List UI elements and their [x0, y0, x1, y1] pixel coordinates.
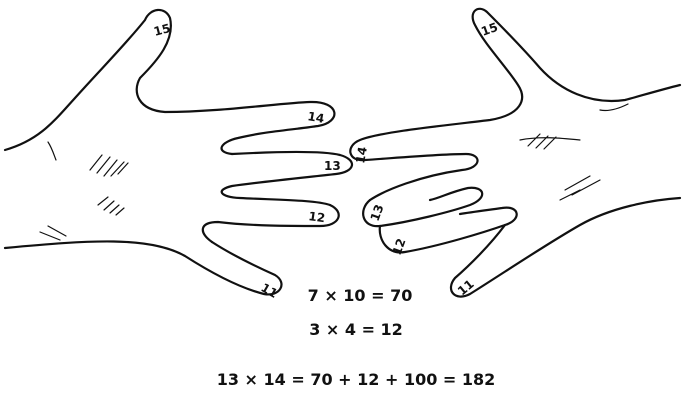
- left-palm-crease: [90, 155, 128, 176]
- left-wrist-crease: [98, 197, 124, 215]
- right-thumb-crease: [600, 104, 628, 111]
- left-hand: [5, 10, 352, 294]
- left-label-12: 12: [308, 209, 326, 225]
- right-label-12: 12: [390, 237, 409, 257]
- right-label-14: 14: [353, 146, 370, 165]
- right-label-13: 13: [368, 203, 387, 223]
- right-finger-11: [451, 198, 680, 297]
- right-palm-crease: [520, 134, 580, 149]
- equation-units: 3 × 4 = 12: [0, 320, 682, 339]
- left-thumb-crease: [48, 142, 56, 160]
- right-hand-outline: [350, 9, 680, 200]
- equation-tens: 7 × 10 = 70: [0, 286, 682, 305]
- left-lower-crease: [40, 226, 66, 240]
- right-wrist-crease: [560, 176, 600, 200]
- left-label-14: 14: [306, 109, 325, 126]
- equation-result: 13 × 14 = 70 + 12 + 100 = 182: [0, 370, 682, 389]
- left-label-13: 13: [324, 159, 341, 173]
